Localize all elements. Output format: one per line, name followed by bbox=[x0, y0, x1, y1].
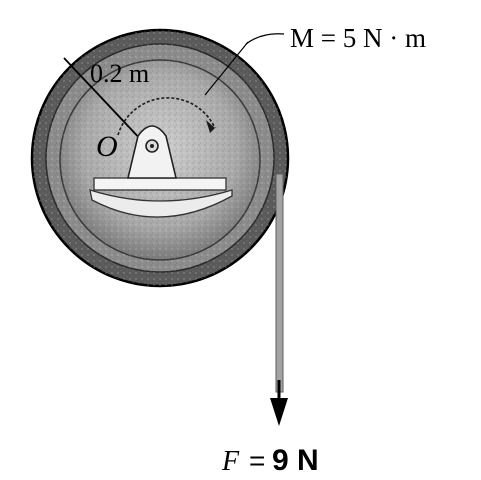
force-label: F = 9 N bbox=[221, 444, 319, 477]
moment-leader bbox=[245, 33, 285, 45]
moment-leader-inner bbox=[204, 41, 249, 96]
rope bbox=[275, 173, 284, 393]
force-value: 9 N bbox=[272, 444, 319, 477]
moment-arrow bbox=[117, 97, 216, 136]
force-equals: = bbox=[249, 445, 265, 476]
radius-label: 0.2 m bbox=[90, 59, 149, 88]
force-symbol: F bbox=[221, 446, 240, 477]
moment-label: M = 5 N · m bbox=[290, 23, 426, 53]
force-arrow bbox=[270, 380, 288, 426]
support-stand bbox=[89, 125, 233, 218]
center-label: O bbox=[96, 130, 118, 163]
